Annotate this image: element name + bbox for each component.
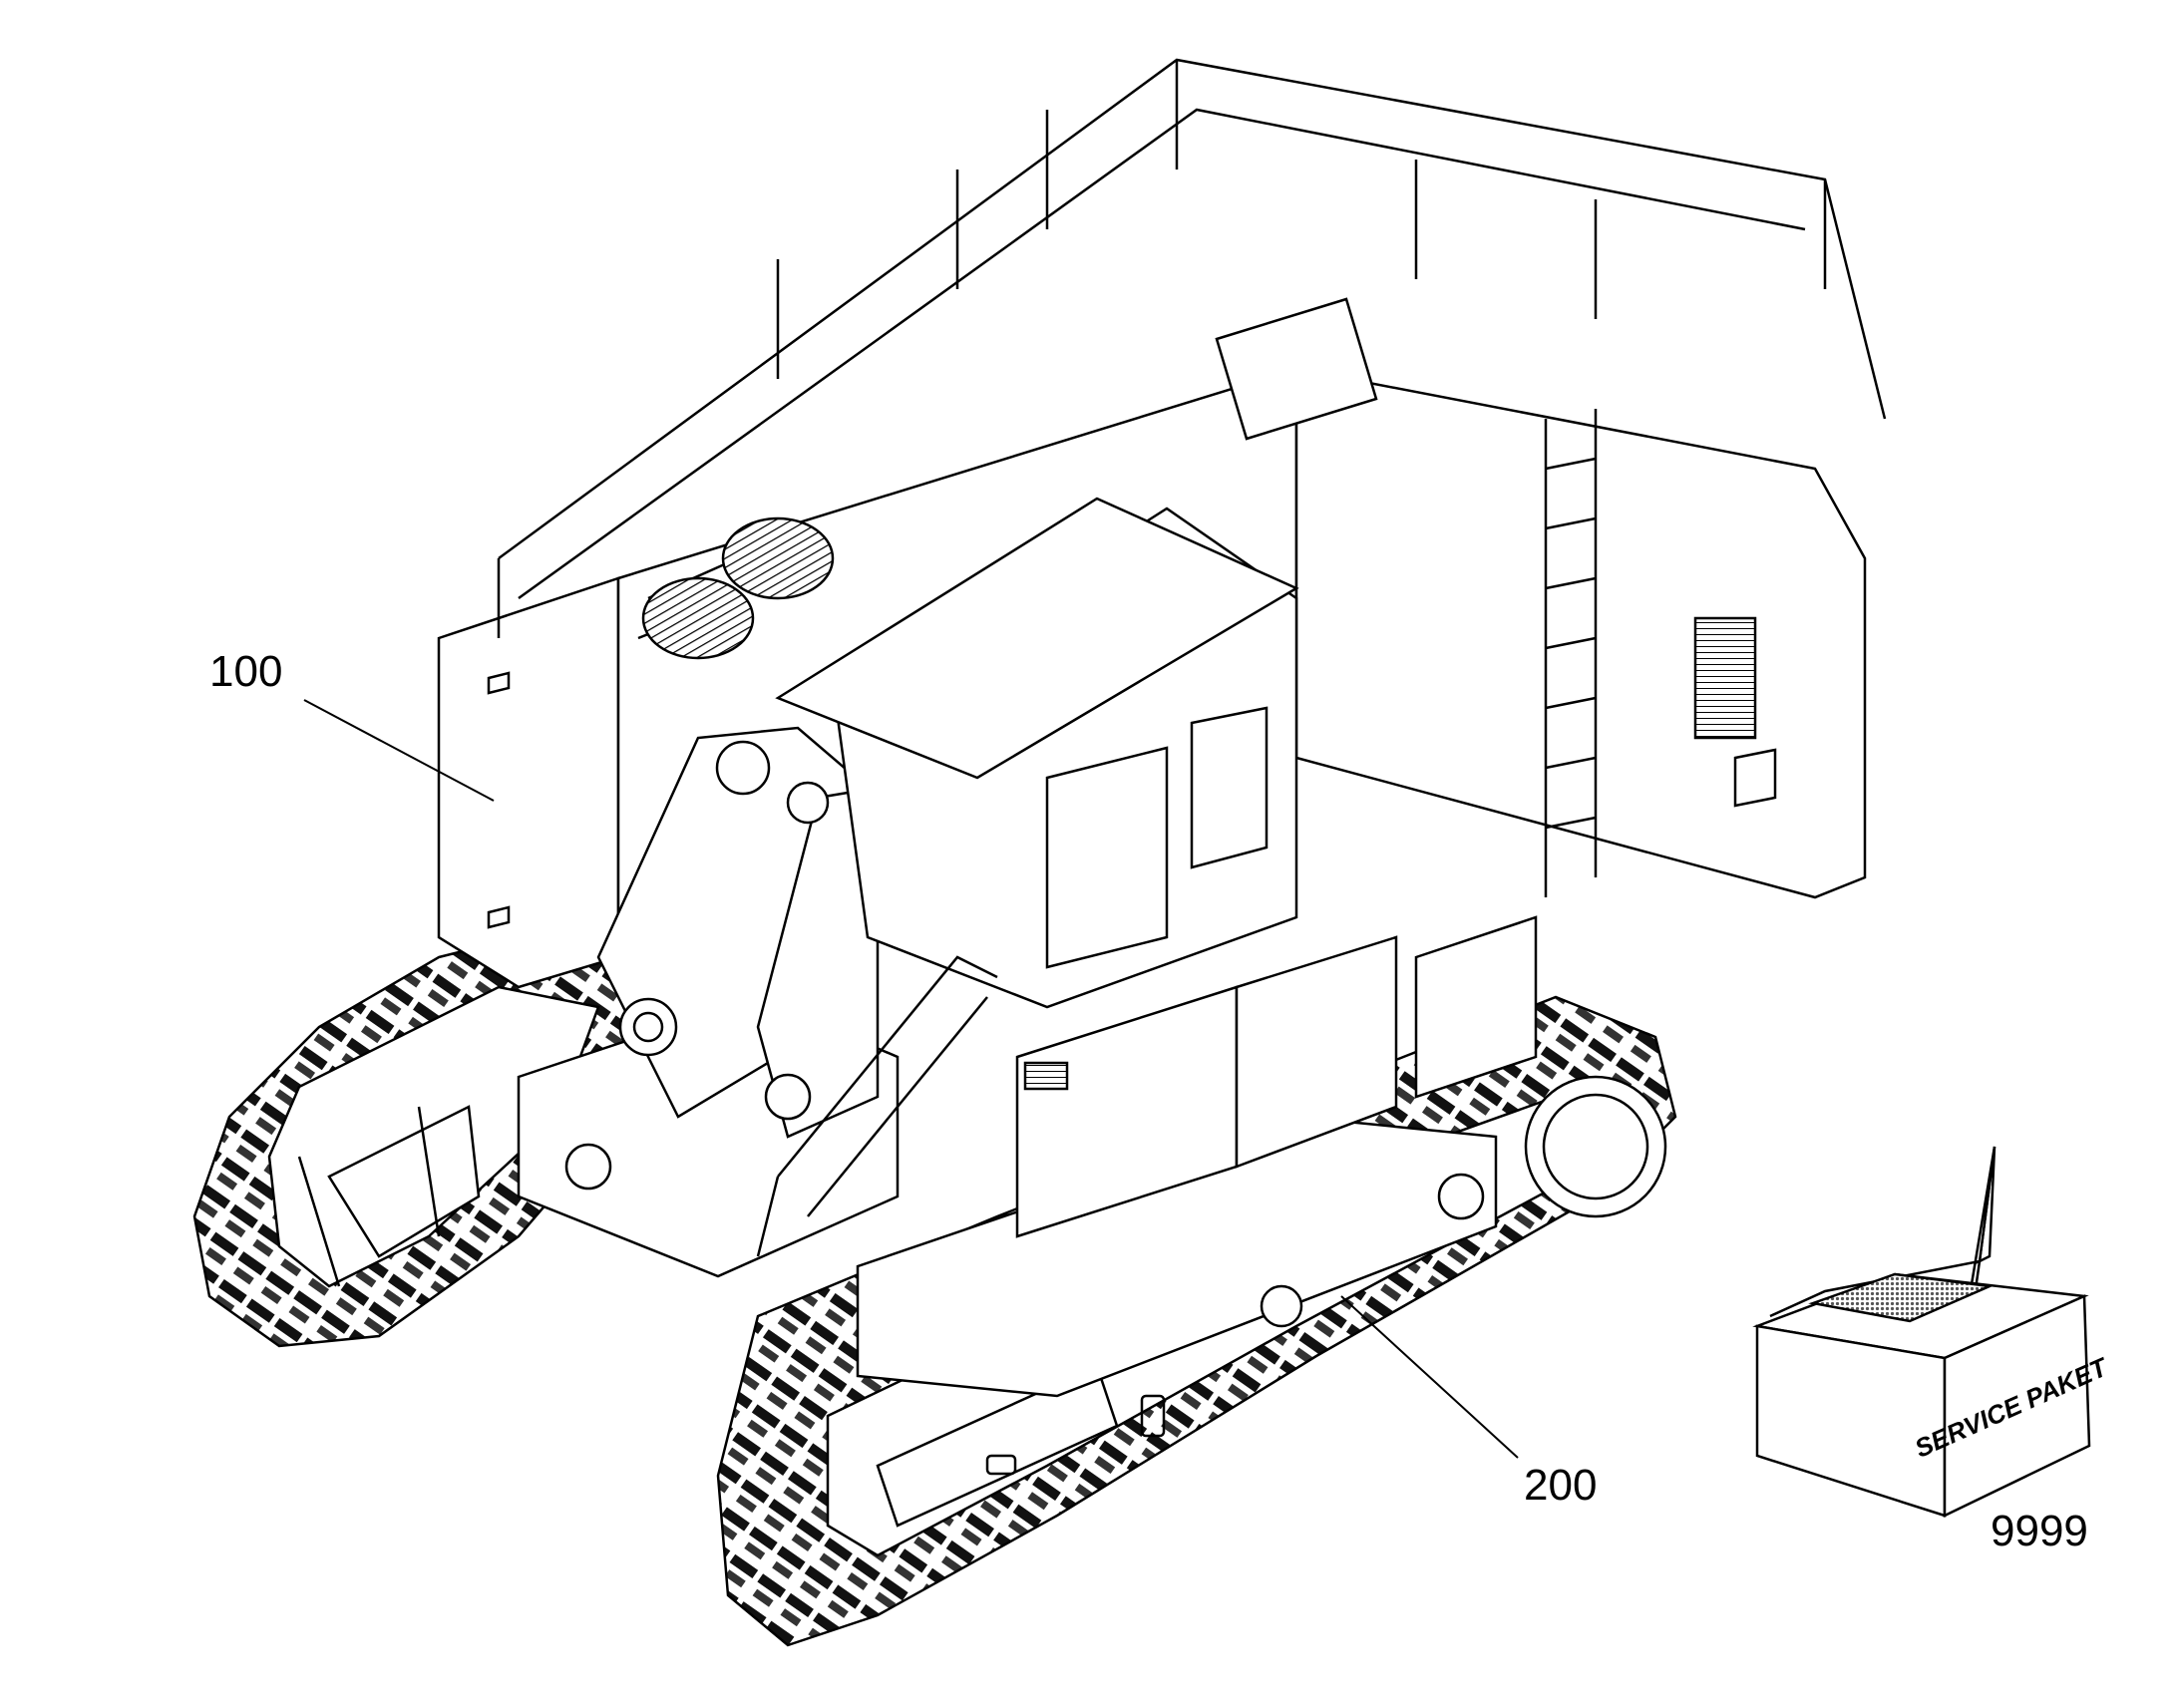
step-module [1015, 915, 1538, 1238]
top-deck-handrails [497, 58, 1887, 1257]
callout-leaders [303, 699, 1519, 1459]
callout-label-100: 100 [209, 647, 283, 696]
leader-200 [1340, 1295, 1519, 1459]
operator-cab [775, 497, 1299, 1009]
service-package-box [1752, 1146, 2091, 1518]
left-crawler-track [192, 915, 690, 1348]
callout-label-9999: 9999 [1991, 1507, 2088, 1555]
boom-attachment [596, 726, 880, 1139]
leader-100 [303, 699, 495, 802]
callout-label-200: 200 [1524, 1461, 1598, 1510]
